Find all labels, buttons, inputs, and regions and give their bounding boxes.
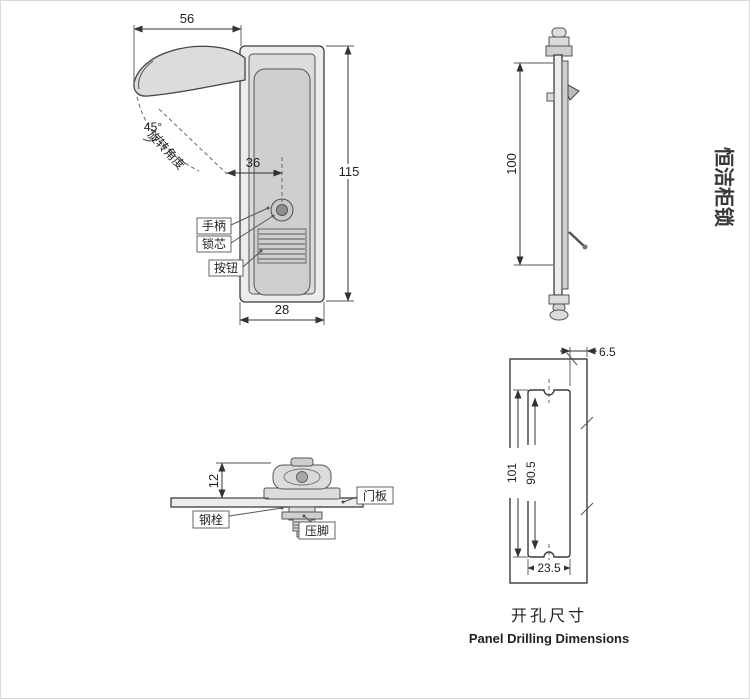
- rotation-angle-label: 旋转角度: [145, 127, 189, 172]
- lock-core-label: 锁芯: [202, 236, 226, 251]
- drilling-view: 6.5 101 90.5 23.5 开孔尺寸 Panel Drilling Di…: [469, 345, 629, 646]
- drilling-title-cn: 开孔尺寸: [511, 607, 587, 625]
- handle-label-box: [196, 217, 232, 235]
- angle-45-label: 45°: [144, 120, 162, 134]
- back-plate: [561, 60, 569, 290]
- head-inner-circle: [296, 471, 308, 483]
- front-view: 45° 旋转角度 36 56 115 28 手柄 锁芯 按钮: [133, 11, 361, 325]
- rotation-arc: [136, 96, 200, 172]
- keyhole: [276, 204, 288, 216]
- bolt-label-box: [192, 510, 230, 529]
- cam-pin: [568, 231, 586, 248]
- dim-101: 101: [505, 463, 519, 483]
- steel-bolt-label: 钢栓: [199, 512, 223, 527]
- rotation-reference-line: [158, 108, 228, 175]
- handle-label: 手柄: [202, 219, 226, 233]
- dim-90_5: 90.5: [524, 461, 538, 485]
- button-ridges: [259, 233, 305, 260]
- door-panel-label: 门板: [363, 488, 387, 503]
- side-nub: [546, 92, 555, 102]
- drilling-title-en: Panel Drilling Dimensions: [469, 631, 629, 646]
- break-mark-right-1: [580, 416, 594, 430]
- dim-36: 36: [246, 155, 260, 170]
- dim-28: 28: [275, 302, 289, 317]
- dim-115: 115: [339, 164, 360, 179]
- button-label: 按钮: [214, 260, 238, 275]
- dim-56: 56: [180, 11, 194, 26]
- core-label-box: [196, 235, 232, 253]
- section-view: 12 钢栓 压脚 门板: [170, 457, 394, 540]
- break-mark-right-2: [580, 502, 594, 516]
- main-plate: [553, 54, 563, 296]
- dim-100: 100: [504, 153, 519, 175]
- panel-label-box: [356, 486, 394, 505]
- bottom-cap: [549, 309, 569, 321]
- push-button: [257, 228, 307, 264]
- break-mark-top: [566, 352, 578, 366]
- dim-6_5: 6.5: [599, 345, 616, 359]
- head-knob: [290, 457, 314, 467]
- watermark-text: 恒洁柜锁: [712, 147, 736, 227]
- cam-pin-head: [582, 244, 588, 250]
- pressure-foot-flange: [281, 511, 323, 520]
- pressure-foot-label: 压脚: [305, 523, 329, 538]
- dim-23_5: 23.5: [537, 561, 561, 575]
- lock-head-flange: [263, 487, 341, 500]
- spring-clip: [567, 84, 580, 101]
- handle-shading: [138, 60, 154, 90]
- side-view: 100: [504, 27, 588, 321]
- handle-raised: [133, 45, 246, 97]
- bottom-flange: [548, 294, 570, 305]
- angle-arc: [142, 135, 164, 142]
- dim-12: 12: [206, 474, 221, 488]
- top-cap: [551, 27, 567, 38]
- button-label-box: [208, 259, 244, 277]
- foot-label-box: [298, 521, 336, 540]
- top-latch: [548, 36, 570, 47]
